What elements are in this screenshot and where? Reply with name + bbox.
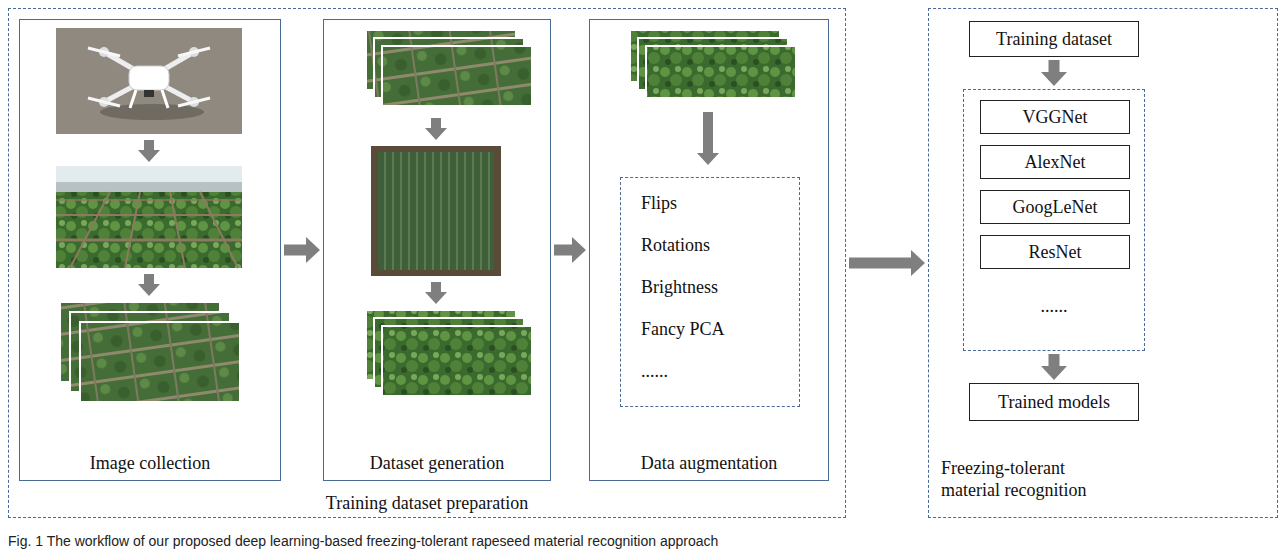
method-list: FlipsRotationsBrightnessFancy PCA......: [620, 177, 800, 407]
image-stack: [366, 30, 532, 106]
process-box: Trained models: [969, 383, 1139, 421]
node-label: Rotations: [641, 234, 710, 256]
node-label: ResNet: [981, 241, 1129, 263]
flow-arrow: [697, 112, 719, 165]
process-box: Training dataset: [969, 21, 1139, 57]
image-stack: [60, 302, 240, 402]
node-label: Brightness: [641, 276, 718, 298]
flow-arrow: [849, 250, 925, 276]
flow-arrow: [138, 274, 160, 296]
mosaic-field: [371, 146, 501, 276]
flow-arrow: [1041, 354, 1067, 380]
node-label: ......: [641, 360, 668, 382]
drone-photo: [56, 28, 242, 134]
node-label: Training dataset preparation: [9, 492, 845, 514]
image-stack: [366, 310, 532, 396]
field-photo: [56, 166, 242, 268]
node-label: Flips: [641, 192, 677, 214]
node-label: Image collection: [20, 452, 280, 474]
flow-arrow: [284, 237, 320, 263]
model-box: AlexNet: [980, 145, 1130, 179]
node-label: Freezing-tolerant material recognition: [941, 457, 1116, 501]
image-stack: [630, 30, 796, 98]
flow-arrow: [1041, 60, 1067, 86]
stage-box: Image collection: [19, 19, 281, 481]
node-label: GoogLeNet: [981, 196, 1129, 218]
flow-arrow: [138, 140, 160, 162]
group-panel: Training dataset preparation Image collec…: [8, 8, 846, 518]
flow-arrow: [425, 282, 447, 304]
stage-box: Dataset generation: [323, 19, 551, 481]
model-group: ...... VGGNetAlexNetGoogLeNetResNet: [963, 89, 1145, 351]
figure-caption: Fig. 1 The workflow of our proposed deep…: [8, 532, 718, 550]
group-panel: Freezing-tolerant material recognition Tr…: [928, 8, 1278, 518]
node-label: Training dataset: [970, 28, 1138, 50]
node-label: Trained models: [970, 391, 1138, 413]
node-label: VGGNet: [981, 106, 1129, 128]
model-box: VGGNet: [980, 100, 1130, 134]
node-label: Fancy PCA: [641, 318, 725, 340]
stage-box: Data augmentation FlipsRotationsBrightnes…: [589, 19, 829, 481]
node-label: ......: [964, 295, 1144, 317]
node-label: Dataset generation: [324, 452, 550, 474]
model-box: ResNet: [980, 235, 1130, 269]
flow-arrow: [425, 118, 447, 140]
node-label: Data augmentation: [590, 452, 828, 474]
node-label: AlexNet: [981, 151, 1129, 173]
flow-arrow: [554, 237, 586, 263]
model-box: GoogLeNet: [980, 190, 1130, 224]
